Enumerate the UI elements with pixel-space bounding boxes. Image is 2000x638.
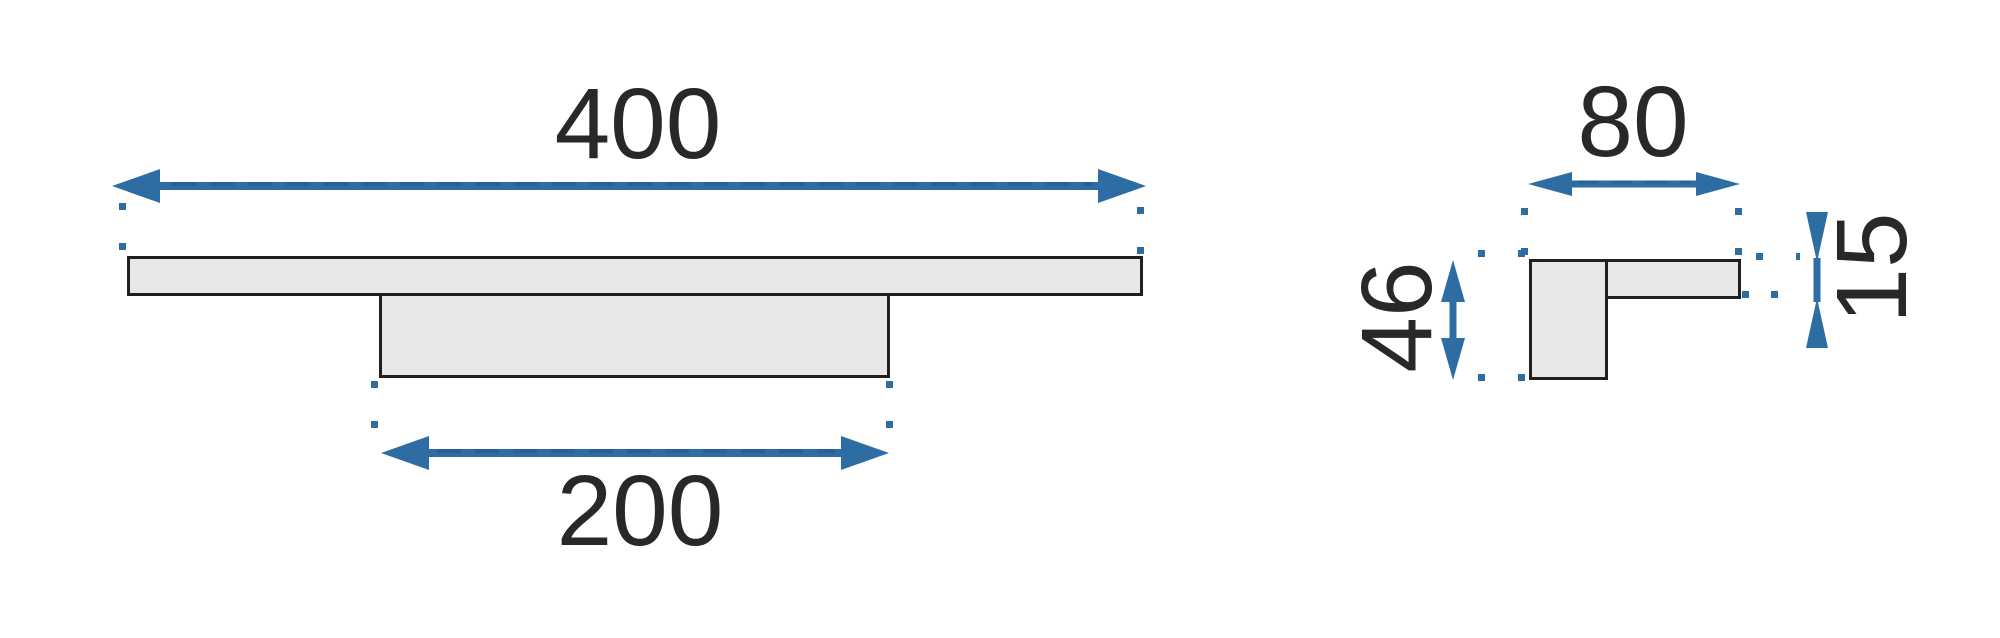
dimension-arrow-46 [1441, 260, 1465, 380]
extension-dots [371, 381, 378, 431]
dimension-arrow-400 [112, 169, 1146, 203]
dimension-arrow-200 [381, 436, 889, 470]
extension-dots [1735, 208, 1742, 260]
dimension-label-80: 80 [1577, 66, 1689, 178]
dimension-label-200: 200 [556, 455, 724, 567]
extension-dots [1478, 374, 1528, 381]
dimension-label-15: 15 [1816, 212, 1928, 324]
dimension-arrow-80 [1528, 172, 1740, 196]
extension-dots [119, 203, 126, 258]
extension-dots [1756, 253, 1800, 260]
dimension-label-46: 46 [1341, 261, 1453, 373]
front-view-base-shape [379, 293, 890, 378]
dimension-label-400: 400 [554, 68, 722, 180]
extension-dots [1742, 291, 1800, 298]
side-view-body-shape [1529, 259, 1608, 380]
extension-dots [1521, 208, 1528, 260]
front-view-bar-shape [127, 256, 1143, 296]
extension-dots [886, 381, 893, 431]
side-view-arm-shape [1600, 259, 1741, 299]
extension-dots [1137, 207, 1144, 262]
dimension-arrow-15 [1806, 212, 1828, 348]
extension-dots [1478, 250, 1528, 257]
